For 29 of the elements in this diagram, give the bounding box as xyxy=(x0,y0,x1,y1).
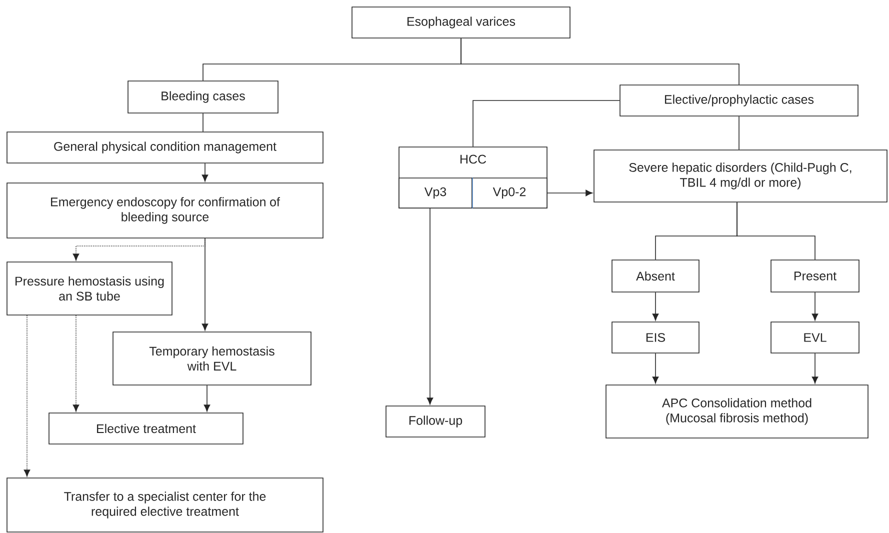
arrow xyxy=(202,238,208,331)
arrow xyxy=(652,292,659,321)
arrow xyxy=(812,292,818,321)
arrow xyxy=(812,353,818,384)
arrow xyxy=(72,315,80,412)
process-box: Present xyxy=(770,260,860,292)
process-box: Bleeding cases xyxy=(128,80,278,114)
process-box: Emergency endoscopy for confirmation of bleeding source xyxy=(6,182,324,238)
process-box: Absent xyxy=(612,260,700,292)
arrow xyxy=(202,163,208,182)
process-box: APC Consolidation method (Mucosal fibrosis method) xyxy=(606,384,868,438)
process-box: Elective treatment xyxy=(48,412,244,444)
arrow xyxy=(547,190,593,196)
process-box: Esophageal varices xyxy=(352,6,570,38)
process-box: EIS xyxy=(612,322,700,354)
process-box: Follow-up xyxy=(386,406,486,438)
process-box: Pressure hemostasis using an SB tube xyxy=(6,262,172,316)
arrow xyxy=(204,385,210,412)
process-box: General physical condition management xyxy=(6,132,324,164)
table-cell: Vp0-2 xyxy=(472,178,548,208)
process-box: Transfer to a specialist center for the required elective treatment xyxy=(6,478,324,532)
table-cell: Vp3 xyxy=(398,178,472,208)
process-box: Temporary hemostasis with EVL xyxy=(112,332,312,386)
arrow xyxy=(24,315,30,477)
arrow xyxy=(652,353,659,384)
arrow xyxy=(426,208,434,405)
process-box: Elective/prophylactic cases xyxy=(620,84,858,116)
process-box: Severe hepatic disorders (Child-Pugh C, TBIL 4 mg/dl or more) xyxy=(594,150,888,202)
process-box: EVL xyxy=(770,322,860,354)
